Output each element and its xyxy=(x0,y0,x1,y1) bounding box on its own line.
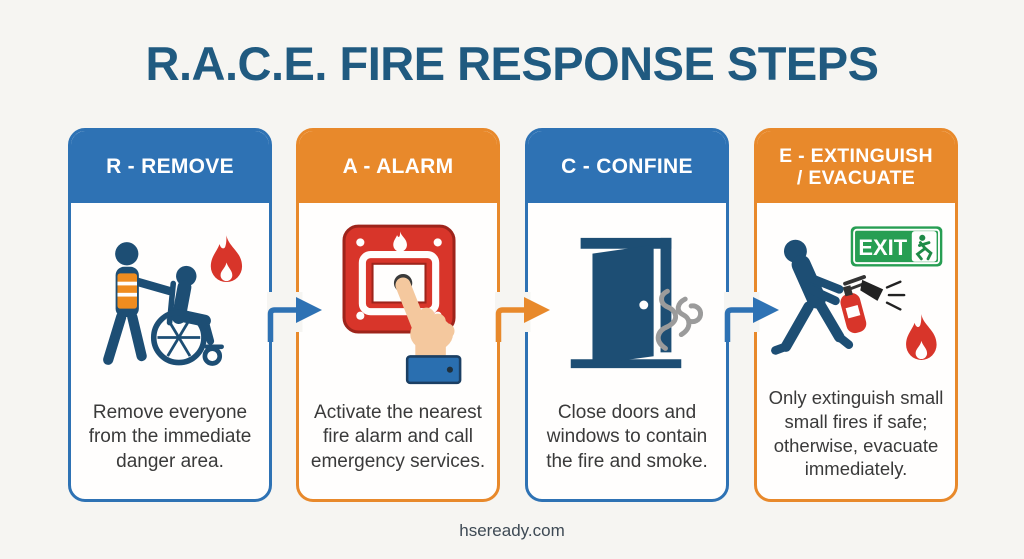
flame-icon xyxy=(906,313,937,360)
page-title: R.A.C.E. FIRE RESPONSE STEPS xyxy=(145,37,879,90)
door-frame xyxy=(570,237,682,369)
safety-vest xyxy=(117,273,137,309)
exit-sign: EXIT xyxy=(850,226,943,267)
step-header-remove: R - REMOVE xyxy=(71,131,269,203)
step-card-remove: R - REMOVE xyxy=(68,128,272,502)
step-description: Remove everyone from the immediate dange… xyxy=(88,402,252,472)
step-header-label: C - CONFINE xyxy=(561,154,693,178)
caregiver-figure xyxy=(103,242,174,365)
step-card-confine: C - CONFINE Close doors and windows to c… xyxy=(525,128,729,502)
exit-sign-label: EXIT xyxy=(858,235,907,260)
smoke-wisps xyxy=(655,288,704,351)
fire-alarm-button-icon xyxy=(299,203,497,401)
running-man-icon xyxy=(915,234,933,260)
website-footer: hseready.com xyxy=(459,521,565,540)
extinguisher-person-icon: EXIT xyxy=(757,203,955,386)
step-header-label: A - ALARM xyxy=(342,154,454,178)
flame-icon xyxy=(210,235,243,283)
door-panel xyxy=(592,244,654,365)
step-description: Only extinguish small small fires if saf… xyxy=(768,387,944,480)
pressing-hand xyxy=(395,277,462,385)
door-smoke-icon xyxy=(528,203,726,401)
door-knob xyxy=(639,300,649,310)
flow-arrow-1 xyxy=(260,284,330,342)
person-figure xyxy=(771,239,854,355)
step-description: Activate the nearest fire alarm and call… xyxy=(310,402,486,472)
step-header-alarm: A - ALARM xyxy=(299,131,497,203)
flow-arrow-2 xyxy=(488,284,558,342)
sleeve-cuff xyxy=(405,355,462,385)
step-header-label-line1: E - EXTINGUISH xyxy=(779,144,933,167)
step-card-extinguish: E - EXTINGUISH / EVACUATE EXIT xyxy=(754,128,958,502)
alarm-flame-icon xyxy=(393,231,407,252)
step-header-confine: C - CONFINE xyxy=(528,131,726,203)
fire-extinguisher xyxy=(840,274,906,333)
wheelchair-evacuation-icon xyxy=(71,203,269,401)
flow-arrow-3 xyxy=(717,284,787,342)
wheelchair-wheel xyxy=(150,309,223,366)
step-description: Close doors and windows to contain the f… xyxy=(546,402,708,472)
nozzle xyxy=(860,279,884,301)
step-header-extinguish: E - EXTINGUISH / EVACUATE xyxy=(757,131,955,203)
spray-lines xyxy=(885,280,906,311)
step-header-label-line2: / EVACUATE xyxy=(796,167,916,189)
step-header-label: R - REMOVE xyxy=(106,154,234,178)
